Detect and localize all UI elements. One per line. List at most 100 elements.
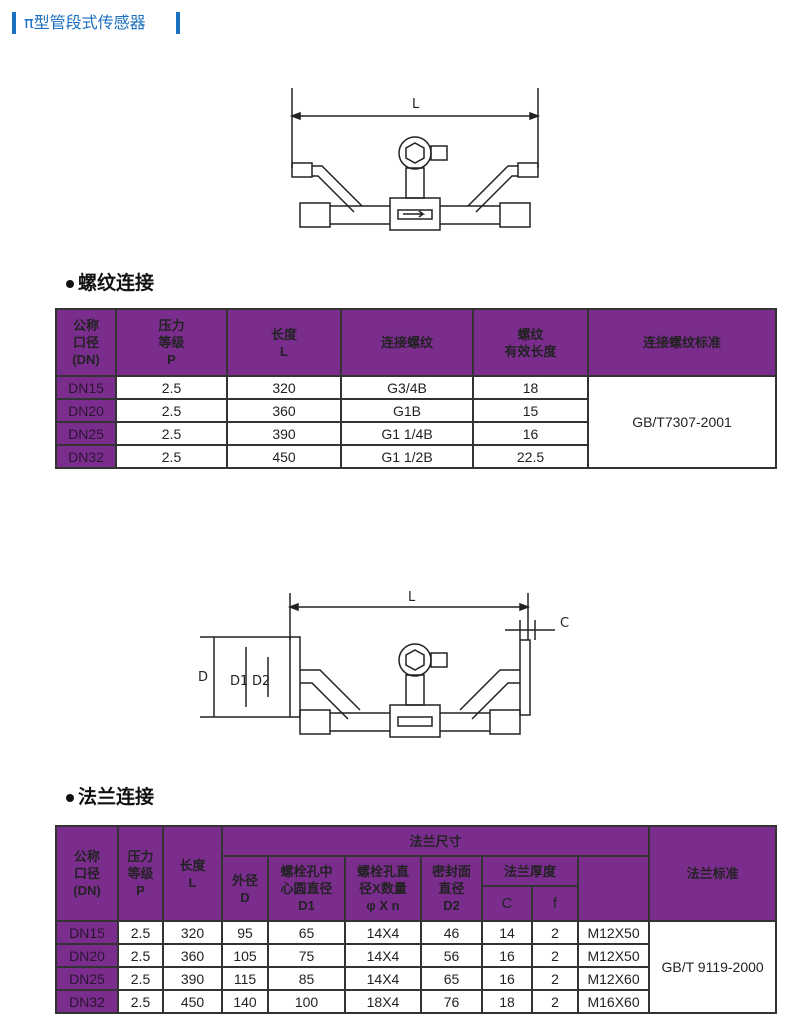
header-c: C — [481, 885, 533, 922]
table-cell: 390 — [162, 966, 223, 991]
cell-dn: DN15 — [55, 375, 117, 400]
table-cell: 2.5 — [117, 989, 164, 1014]
table-cell: 65 — [420, 966, 483, 991]
cell-dn: DN15 — [55, 920, 119, 945]
table-cell: 2.5 — [117, 920, 164, 945]
table-cell: 2.5 — [115, 444, 228, 469]
header-pressure: 压力 等级 P — [115, 308, 228, 377]
table-cell: 16 — [481, 966, 533, 991]
table-cell: 65 — [267, 920, 346, 945]
page-title: π型管段式传感器 — [24, 13, 146, 32]
header-standard: 法兰标准 — [648, 825, 778, 922]
header-length: 长度 L — [226, 308, 342, 377]
table-cell: 95 — [221, 920, 269, 945]
table-cell: 14X4 — [344, 920, 422, 945]
table-cell: 360 — [162, 943, 223, 968]
table-cell: 2.5 — [117, 943, 164, 968]
table-cell: 320 — [226, 375, 342, 400]
table-cell: G3/4B — [340, 375, 474, 400]
flanged-spec-table: 公称 口径 (DN) 压力 等级 P 长度 L 法兰尺寸 法兰标准 外径 D 螺… — [55, 825, 778, 1014]
table-cell: 115 — [221, 966, 269, 991]
threaded-spec-table: 公称 口径 (DN) 压力 等级 P 长度 L 连接螺纹 螺纹 有效长度 连接螺… — [55, 308, 777, 469]
table-cell: M16X60 — [576, 989, 651, 1014]
header-thread: 连接螺纹 — [340, 308, 474, 377]
header-pressure: 压力 等级 P — [117, 825, 164, 922]
cell-dn: DN25 — [55, 421, 117, 446]
bullet-icon — [66, 793, 74, 802]
table-cell: 14X4 — [344, 943, 422, 968]
header-bolt-hole: 螺栓孔直 径X数量 φ X n — [344, 855, 422, 922]
header-length: 长度 L — [162, 825, 223, 922]
table-cell: 100 — [267, 989, 346, 1014]
title-bar-left — [12, 12, 16, 34]
table-cell: 2 — [531, 943, 579, 968]
section-title-text: 螺纹连接 — [78, 272, 155, 294]
table-cell: 18 — [472, 375, 589, 400]
standard-cell: GB/T 9119-2000 — [648, 920, 778, 1014]
threaded-sensor-diagram: L — [289, 88, 541, 231]
table-cell: M12X50 — [576, 920, 651, 945]
table-cell: 16 — [481, 943, 533, 968]
standard-cell: GB/T7307-2001 — [587, 375, 777, 469]
table-cell: 16 — [472, 421, 589, 446]
header-thickness: 法兰厚度 — [481, 855, 579, 887]
section-title-text: 法兰连接 — [78, 786, 155, 808]
header-dn: 公称 口径 (DN) — [55, 825, 119, 922]
dimension-C: C — [560, 616, 569, 631]
table-cell: 85 — [267, 966, 346, 991]
dimension-D2: D2 — [252, 674, 270, 689]
section-flanged-title: 法兰连接 — [66, 782, 154, 809]
table-cell: 75 — [267, 943, 346, 968]
dimension-D: D — [198, 670, 208, 685]
section-threaded-title: 螺纹连接 — [66, 268, 154, 295]
flanged-sensor-diagram: L C D D1 D2 — [198, 590, 569, 738]
table-cell: G1B — [340, 398, 474, 423]
table-cell: 14 — [481, 920, 533, 945]
header-f: f — [531, 885, 579, 922]
table-cell: 15 — [472, 398, 589, 423]
table-cell: 450 — [226, 444, 342, 469]
header-dn: 公称 口径 (DN) — [55, 308, 117, 377]
table-cell: G1 1/2B — [340, 444, 474, 469]
table-cell: 140 — [221, 989, 269, 1014]
table-cell: 2 — [531, 966, 579, 991]
table-cell: 320 — [162, 920, 223, 945]
bullet-icon — [66, 279, 74, 288]
table-cell: 450 — [162, 989, 223, 1014]
table-cell: 390 — [226, 421, 342, 446]
table-cell: 18 — [481, 989, 533, 1014]
cell-dn: DN32 — [55, 989, 119, 1014]
table-cell: 2.5 — [117, 966, 164, 991]
table-cell: 2 — [531, 989, 579, 1014]
table-cell: G1 1/4B — [340, 421, 474, 446]
table-cell: 2.5 — [115, 398, 228, 423]
dimension-D1: D1 — [230, 674, 248, 689]
cell-dn: DN20 — [55, 943, 119, 968]
table-cell: 18X4 — [344, 989, 422, 1014]
cell-dn: DN20 — [55, 398, 117, 423]
title-bar-right — [176, 12, 180, 34]
table-cell: M12X50 — [576, 943, 651, 968]
table-cell: 46 — [420, 920, 483, 945]
cell-dn: DN25 — [55, 966, 119, 991]
dimension-L: L — [412, 97, 420, 112]
table-cell: 2 — [531, 920, 579, 945]
header-bolt-circle: 螺栓孔中 心圆直径 D1 — [267, 855, 346, 922]
table-cell: 2.5 — [115, 421, 228, 446]
header-standard: 连接螺纹标准 — [587, 308, 777, 377]
cell-dn: DN32 — [55, 444, 117, 469]
table-cell: 14X4 — [344, 966, 422, 991]
table-cell: 76 — [420, 989, 483, 1014]
dimension-L: L — [408, 590, 416, 605]
table-cell: 2.5 — [115, 375, 228, 400]
header-seal-diameter: 密封面 直径 D2 — [420, 855, 483, 922]
header-bolt — [576, 855, 651, 922]
